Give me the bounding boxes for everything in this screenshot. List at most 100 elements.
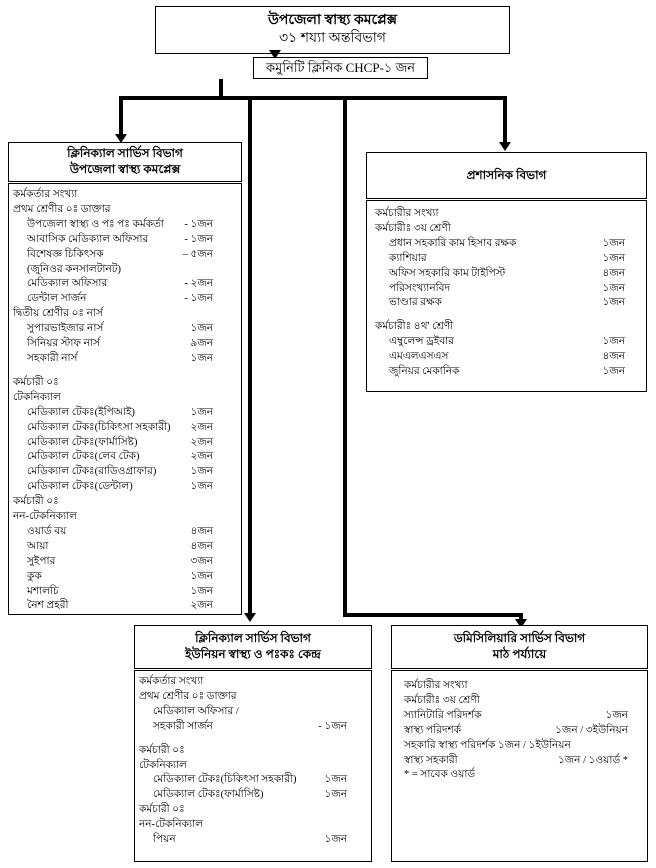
administrative-header-box: প্রশাসনিক বিভাগ [366,152,647,199]
staff-row-label: স্বাস্থ্য সহকারী [404,754,458,766]
staff-row: প্রথম শ্রেণীর ০ঃ ডাক্তার [13,203,236,218]
staff-row: কর্মচারীর সংখ্যা [375,207,641,222]
staff-row-count: ২জন [190,451,214,463]
staff-row-count: ১জন [324,789,347,801]
staff-row: মেডিক্যাল টেকঃ(ফার্মাসিষ্ট)২জন [13,436,213,451]
staff-row-label: কুক [27,570,42,582]
staff-row: মেডিক্যাল টেকঃ(ফার্মাসিষ্ট) ১জন [139,788,347,803]
staff-row-label: স্বাস্থ্য পরিদশর্ক [404,724,462,736]
connector-bus-to-administrative [503,96,507,146]
staff-row: মশালচি১জন [13,585,213,600]
staff-row-count: – ৫জন [182,248,213,260]
staff-row-label: মেডিক্যাল টেকঃ(চিকিৎসা সহকারী) [153,774,297,786]
domiciliary-header-line1: ডমিসিলিয়ারি সার্ভিস বিভাগ [453,631,586,646]
staff-row-count: ১জন [602,252,625,264]
staff-row-label: মেডিক্যাল টেকঃ(ইপিআই) [27,406,135,418]
staff-row-count: ১জন [602,297,625,309]
staff-row-count: ১জন [602,237,625,249]
staff-row: কর্মচারী ০ঃ [139,744,366,759]
row-spacer [13,367,236,376]
staff-row-label: কর্মকর্তার সংখ্যা [139,676,204,687]
staff-row-label: মেডিক্যাল অফিসার [27,278,108,290]
staff-row-label: কর্মচারীঃ ৪থ' শ্রেণী [375,321,454,333]
staff-row-count: ৩জন [190,555,214,567]
staff-row-label: কর্মচারী ০ঃ [139,804,185,816]
staff-row-label: টেকনিক্যাল [139,759,187,771]
staff-row: কর্মচারীঃ ৩য় শ্রেণী [375,222,641,237]
domiciliary-body-box: কর্মচারীর সংখ্যাকর্মচারীঃ ৩য় শ্রেণীস্যা… [391,670,648,862]
staff-row: ওয়ার্ড বয়৪জন [13,525,213,540]
arrow-to-clinical [115,134,127,143]
clinical-header-line1: ক্লিনিক্যাল সার্ভিস বিভাগ [67,146,183,161]
staff-row: মেডিক্যাল টেকঃ(রাডিওগ্রাফার)১জন [13,465,213,480]
staff-row-label: কর্মচারীঃ ৩য় শ্রেণী [404,694,480,706]
staff-row-label: কর্মচারী ০ঃ [13,496,59,508]
clinical-header-line2: উপজেলা স্বাস্থ্য কমপ্লেক্স [69,162,181,176]
staff-row: কর্মচারী ০ঃ [139,803,366,818]
staff-row-count: ২জন [190,421,214,433]
staff-row-count: ১জন [602,282,625,294]
staff-row-label: কর্মচারীঃ ৩য় শ্রেণী [375,222,451,234]
chcp-label: কমুনিটি ক্লিনিক CHCP-১ জন [266,60,415,76]
staff-row: আয়া৪জন [13,540,213,555]
staff-row-label: মেডিক্যাল টেকঃ(ফার্মাসিষ্ট) [27,436,138,448]
staff-row: টেকনিক্যাল [13,391,236,406]
staff-row-count: ৪জন [602,267,625,279]
staff-row: মেডিক্যাল টেকঃ(লেব টেক)২জন [13,450,213,465]
connector-chcp-trunk [219,79,223,99]
staff-row-count: ১জন [602,336,625,348]
staff-row: নৈশ প্রহরী২জন [13,599,213,614]
connector-bus-to-clinical [119,96,123,138]
connector-bus-to-union [248,96,252,617]
staff-row: মেডিক্যাল অফিসার - ২জন [13,277,213,292]
staff-row-label: মেডিক্যাল টেকঃ(ডেন্টাল) [27,481,133,493]
staff-row-label: বিশেষজ্ঞ চিকিৎসক [27,248,104,260]
union-rows: কর্মকর্তার সংখ্যা প্রথম শ্রেণীর ০ঃ ডাক্তা… [135,671,371,861]
staff-row-label: (জুনিওর কনসালটানট) [27,263,121,275]
staff-row: দ্বিতীয় শ্রেণীর ০ঃ নার্স [13,307,236,322]
staff-row-label: মেডিক্যাল টেকঃ(রাডিওগ্রাফার) [27,466,157,478]
connector-bus-to-domiciliary-vertical [343,96,347,617]
staff-row-label: নন-টেকনিক্যাল [139,819,203,831]
domiciliary-header-box: ডমিসিলিয়ারি সার্ভিস বিভাগ মাঠ পর্য্যায়… [391,625,648,669]
staff-row-label: মেডিক্যাল টেকঃ(ফার্মাসিষ্ট) [153,789,264,801]
connector-distribution-bus [119,96,507,100]
staff-row-label: মেডিক্যাল অফিসার / [153,705,239,717]
root-title: উপজেলা স্বাস্থ্য কমপ্লেক্স [268,12,397,28]
staff-row-count: ১জন [190,570,213,582]
staff-row-label: কর্মচারী ০ঃ [13,376,59,388]
staff-row: (জুনিওর কনসালটানট) [13,263,236,278]
arrow-root-to-chcp [269,50,281,59]
staff-row-label: দ্বিতীয় শ্রেণীর ০ঃ নার্স [13,308,103,320]
staff-row-label: কর্মকর্তার সংখ্যা [13,189,78,200]
staff-row: কর্মচারীর সংখ্যা [404,679,642,694]
union-header-line2: ইউনিয়ন স্বাস্থ্য ও পঃকঃ কেন্দ্র [185,647,321,661]
staff-row-count: ১জন [190,406,213,418]
staff-row-count: - ২জন [184,278,213,290]
staff-row: প্রথম শ্রেণীর ০ঃ ডাক্তার [139,690,366,705]
staff-row-label: আবাসিক মেডিক্যাল অফিসার [27,233,149,245]
staff-row: কুক ১জন [13,570,213,585]
staff-row-label: নন-টেকনিক্যাল [13,511,77,523]
union-header-box: ক্লিনিক্যাল সার্ভিস বিভাগ ইউনিয়ন স্বাস্… [134,625,372,669]
administrative-header-line1: প্রশাসনিক বিভাগ [466,167,547,182]
staff-row-count: - ১জন [184,233,213,245]
administrative-body-box: কর্মচারীর সংখ্যাকর্মচারীঃ ৩য় শ্রেণীপ্রধ… [366,200,647,392]
staff-row-label: জুনিয়র মেকানিক [389,366,460,378]
clinical-body-box: কর্মকর্তার সংখ্যা প্রথম শ্রেণীর ০ঃ ডাক্তা… [8,183,242,615]
staff-row-count: ৪জন [602,351,625,363]
staff-row-count: - ১জন [184,293,213,305]
staff-row: সহকারি স্বাস্থ্য পরিদর্শক ১জন / ১ইউনিয়ন [404,739,642,754]
staff-row: মেডিক্যাল টেকঃ(ডেন্টাল)১জন [13,480,213,495]
staff-row-count: ১জন [190,352,213,364]
row-spacer [375,311,641,320]
staff-row-label: সিনিয়র স্টাফ নার্স [27,338,100,350]
staff-row-label: আয়া [27,540,49,552]
